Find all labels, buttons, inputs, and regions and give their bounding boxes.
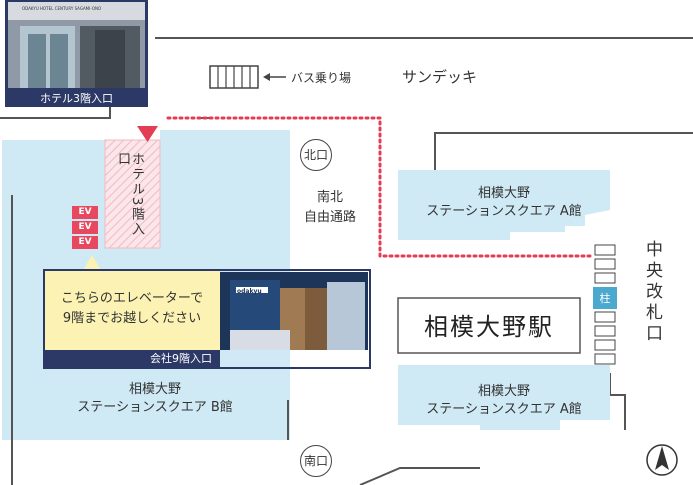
bus-stop-label: バス乗り場 bbox=[291, 71, 352, 85]
office-photo-image bbox=[220, 272, 368, 350]
elevator-badge-2: EV bbox=[72, 221, 98, 234]
gate-column bbox=[593, 244, 617, 365]
square-b-line2: ステーションスクエア B館 bbox=[77, 400, 233, 415]
square-a-south-label: 相模大野 ステーションスクエア A館 bbox=[398, 383, 610, 419]
hotel-photo-image bbox=[8, 2, 145, 88]
deck-outline-right bbox=[434, 132, 693, 170]
south-exit-marker: 南口 bbox=[300, 445, 332, 477]
elevator-badge-1: EV bbox=[72, 206, 98, 219]
corridor-line2: 自由通路 bbox=[303, 210, 356, 225]
elevator-note-pointer bbox=[82, 255, 102, 272]
deck-outline-bottom bbox=[359, 467, 480, 485]
pillar-label: 柱 bbox=[599, 292, 611, 305]
elevator-note-bg bbox=[44, 270, 220, 350]
square-a-south-building bbox=[398, 365, 610, 430]
central-gate-label: 中央改札口 bbox=[642, 240, 662, 345]
hotel-photo-caption: ホテル3階入口 bbox=[5, 90, 148, 107]
north-exit-marker: 北口 bbox=[300, 139, 332, 171]
corridor-label: 南北 自由通路 bbox=[285, 188, 375, 228]
station-label: 相模大野駅 bbox=[424, 313, 554, 341]
square-b-label: 相模大野 ステーションスクエア B館 bbox=[40, 381, 270, 417]
station-box bbox=[397, 297, 581, 354]
sundeck-label: サンデッキ bbox=[402, 68, 478, 86]
office-photo-caption: 会社9階入口 bbox=[44, 350, 220, 367]
office-photo-logo: odakyu bbox=[237, 288, 262, 295]
elevator-note: こちらのエレベーターで 9階までお越しください bbox=[44, 289, 220, 329]
corridor-line1: 南北 bbox=[316, 190, 343, 205]
compass-icon bbox=[646, 444, 678, 476]
hotel-entrance-label: ホテル3階入口 bbox=[115, 152, 144, 238]
square-a-north-line1: 相模大野 bbox=[477, 186, 530, 201]
square-a-north-label: 相模大野 ステーションスクエア A館 bbox=[398, 185, 610, 221]
bus-arrow-icon bbox=[263, 73, 286, 81]
deck-outline-left bbox=[0, 105, 111, 119]
elevator-note-line2: 9階までお越しください bbox=[62, 311, 202, 326]
square-b-line1: 相模大野 bbox=[128, 382, 181, 397]
square-a-north-line2: ステーションスクエア A館 bbox=[426, 204, 582, 219]
hotel-photo-sign: ODAKYU HOTEL CENTURY SAGAMI-ONO bbox=[22, 6, 102, 11]
office-photo-frame bbox=[43, 269, 371, 369]
bus-stop-pictogram bbox=[209, 65, 259, 89]
deck-outline-gate bbox=[609, 373, 626, 430]
square-a-north-building bbox=[398, 170, 610, 240]
walking-route bbox=[166, 116, 592, 258]
elevator-badge-3: EV bbox=[72, 236, 98, 249]
route-arrow bbox=[137, 126, 158, 142]
elevator-note-line1: こちらのエレベーターで bbox=[60, 291, 204, 306]
square-a-south-line1: 相模大野 bbox=[477, 384, 530, 399]
hotel-zone bbox=[104, 139, 161, 249]
square-a-south-line2: ステーションスクエア A館 bbox=[426, 402, 582, 417]
